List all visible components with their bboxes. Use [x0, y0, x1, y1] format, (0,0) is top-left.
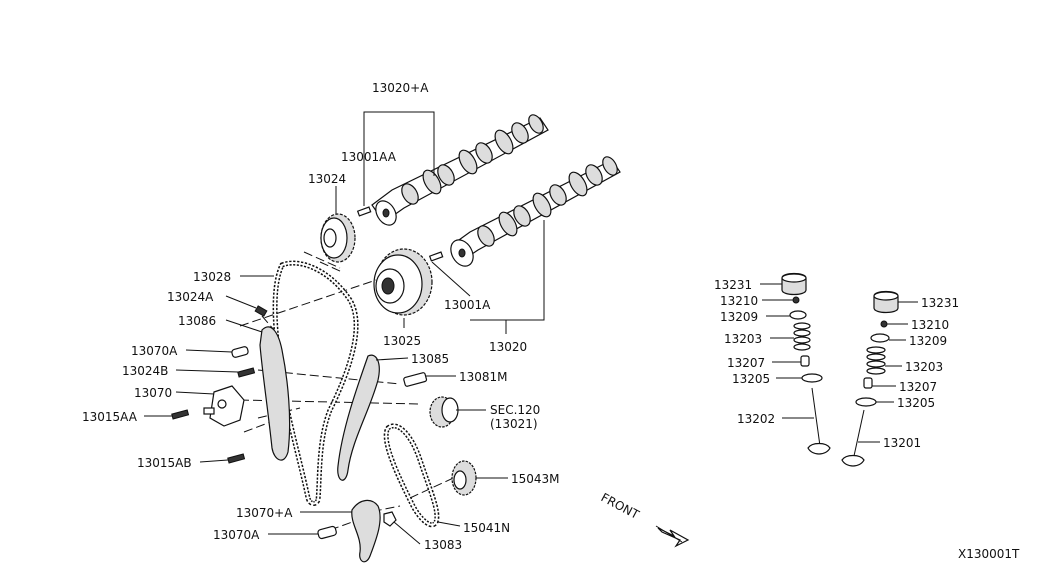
tensioner-arm-13070PA	[351, 499, 381, 563]
label-right-13209: 13209	[909, 334, 947, 348]
label-right-13201: 13201	[883, 436, 921, 450]
label-sec120: SEC.120	[490, 403, 540, 417]
camshaft-upper	[371, 114, 549, 226]
label-13015AB: 13015AB	[137, 456, 192, 470]
label-13020A: 13020+A	[372, 81, 429, 95]
label-left-13202: 13202	[737, 412, 775, 426]
label-right-13231: 13231	[921, 296, 959, 310]
label-13070A-upper: 13070A	[131, 344, 178, 358]
label-13024: 13024	[308, 172, 346, 186]
label-13024B: 13024B	[122, 364, 168, 378]
label-13015AA: 13015AA	[82, 410, 138, 424]
camshaft-lower	[450, 156, 621, 267]
valve-set-left	[781, 272, 831, 455]
label-13070A-lower: 13070A	[213, 528, 260, 542]
bolt-13024A	[254, 305, 268, 317]
label-sec120-ref: (13021)	[490, 417, 538, 431]
cam-sprocket-13024	[320, 213, 356, 263]
chain-guide-13085	[337, 354, 380, 481]
label-13024A: 13024A	[167, 290, 214, 304]
label-right-13203: 13203	[905, 360, 943, 374]
part-labels: 13020+A 13001AA 13024 13028 13024A 13086…	[82, 81, 1020, 561]
label-13085: 13085	[411, 352, 449, 366]
label-left-13210: 13210	[720, 294, 758, 308]
label-right-13210: 13210	[911, 318, 949, 332]
leader-lines	[144, 111, 918, 545]
bolt-13024B	[237, 367, 256, 378]
label-left-13231: 13231	[714, 278, 752, 292]
label-13028: 13028	[193, 270, 231, 284]
label-13020: 13020	[489, 340, 527, 354]
dowel-pin-13001AA	[356, 206, 372, 217]
label-13070PA: 13070+A	[236, 506, 293, 520]
label-13001A: 13001A	[444, 298, 491, 312]
label-13070: 13070	[134, 386, 172, 400]
label-15041N: 15041N	[463, 521, 510, 535]
label-right-13205: 13205	[897, 396, 935, 410]
front-arrow-icon	[655, 525, 690, 548]
bolt-13015AB	[227, 453, 246, 464]
label-left-13209: 13209	[720, 310, 758, 324]
chain-guide-13086	[259, 326, 291, 461]
vtc-sprocket-13025	[373, 248, 433, 316]
label-13081M: 13081M	[459, 370, 508, 384]
bolt-13083	[383, 511, 397, 527]
label-13025: 13025	[383, 334, 421, 348]
dowel-pin-13001A	[428, 251, 444, 262]
pin-13070A	[231, 346, 249, 358]
oil-pump-sprocket-15043M	[451, 460, 477, 496]
timing-chain-15041N	[383, 423, 440, 528]
label-right-13207: 13207	[899, 380, 937, 394]
label-13083: 13083	[424, 538, 462, 552]
label-left-13207: 13207	[727, 356, 765, 370]
crank-sprocket-13021	[429, 396, 459, 428]
bolt-13015AA	[171, 409, 190, 420]
label-13086: 13086	[178, 314, 216, 328]
label-front: FRONT	[599, 490, 642, 522]
valve-set-right	[841, 290, 899, 467]
label-13001AA: 13001AA	[341, 150, 397, 164]
label-left-13203: 13203	[724, 332, 762, 346]
diagram-id: X130001T	[958, 547, 1020, 561]
pin-13081M	[403, 372, 428, 387]
chain-tensioner-13070	[203, 385, 245, 427]
label-15043M: 15043M	[511, 472, 560, 486]
pin-13070A-lower	[317, 525, 337, 540]
label-left-13205: 13205	[732, 372, 770, 386]
